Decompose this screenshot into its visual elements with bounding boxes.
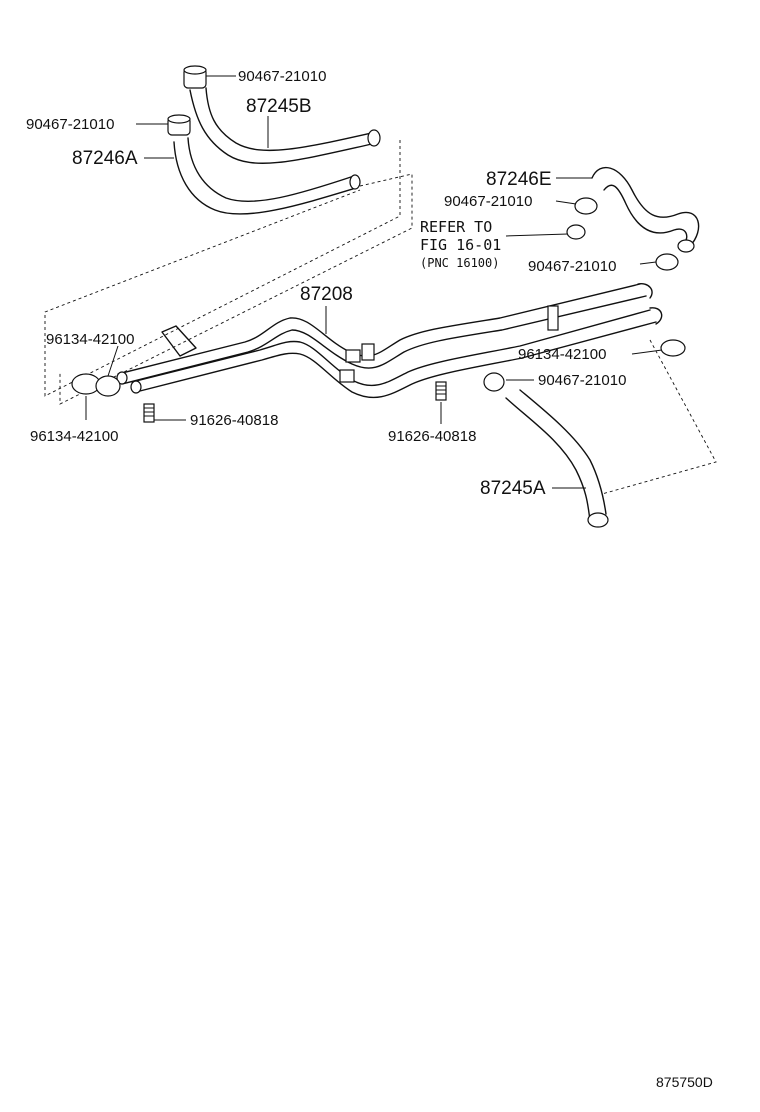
label-clamp-left: 90467-21010 <box>26 116 114 133</box>
clamp-lower-right <box>483 372 505 392</box>
leader-lines <box>85 75 663 489</box>
label-clamp-e: 90467-21010 <box>444 193 532 210</box>
clamp-top <box>183 65 207 89</box>
refer-part <box>566 224 586 240</box>
clamp-e <box>574 197 598 215</box>
label-clamp-lower-right: 90467-21010 <box>538 372 626 389</box>
figure-code: 875750D <box>656 1074 713 1090</box>
band-left <box>71 373 121 397</box>
label-hose-a-left: 87246A <box>72 148 138 169</box>
label-band-left-bottom: 96134-42100 <box>30 428 118 445</box>
pipe-87208 <box>116 283 663 399</box>
label-clamp-top: 90467-21010 <box>238 68 326 85</box>
label-band-right: 96134-42100 <box>518 346 606 363</box>
hose-87246e <box>591 166 700 253</box>
hose-87245a <box>505 389 609 528</box>
label-bolt-left: 91626-40818 <box>190 412 278 429</box>
band-right <box>660 339 686 357</box>
clamp-right <box>655 253 679 271</box>
label-hose-e: 87246E <box>486 169 552 190</box>
label-refer-line3: (PNC 16100) <box>420 256 499 270</box>
label-refer-line2: FIG 16-01 <box>420 236 501 254</box>
hose-87246a <box>173 137 361 215</box>
bolt-left <box>143 403 155 423</box>
label-hose-a-right: 87245A <box>480 478 546 499</box>
label-pipe: 87208 <box>300 284 353 305</box>
dashed-outline-upper <box>44 140 717 495</box>
label-clamp-right: 90467-21010 <box>528 258 616 275</box>
bolt-mid <box>435 381 447 401</box>
label-band-left-top: 96134-42100 <box>46 331 134 348</box>
hose-87245b <box>189 87 381 164</box>
label-hose-b: 87245B <box>246 96 312 117</box>
label-bolt-mid: 91626-40818 <box>388 428 476 445</box>
clamp-left <box>167 114 191 136</box>
label-refer-line1: REFER TO <box>420 218 492 236</box>
